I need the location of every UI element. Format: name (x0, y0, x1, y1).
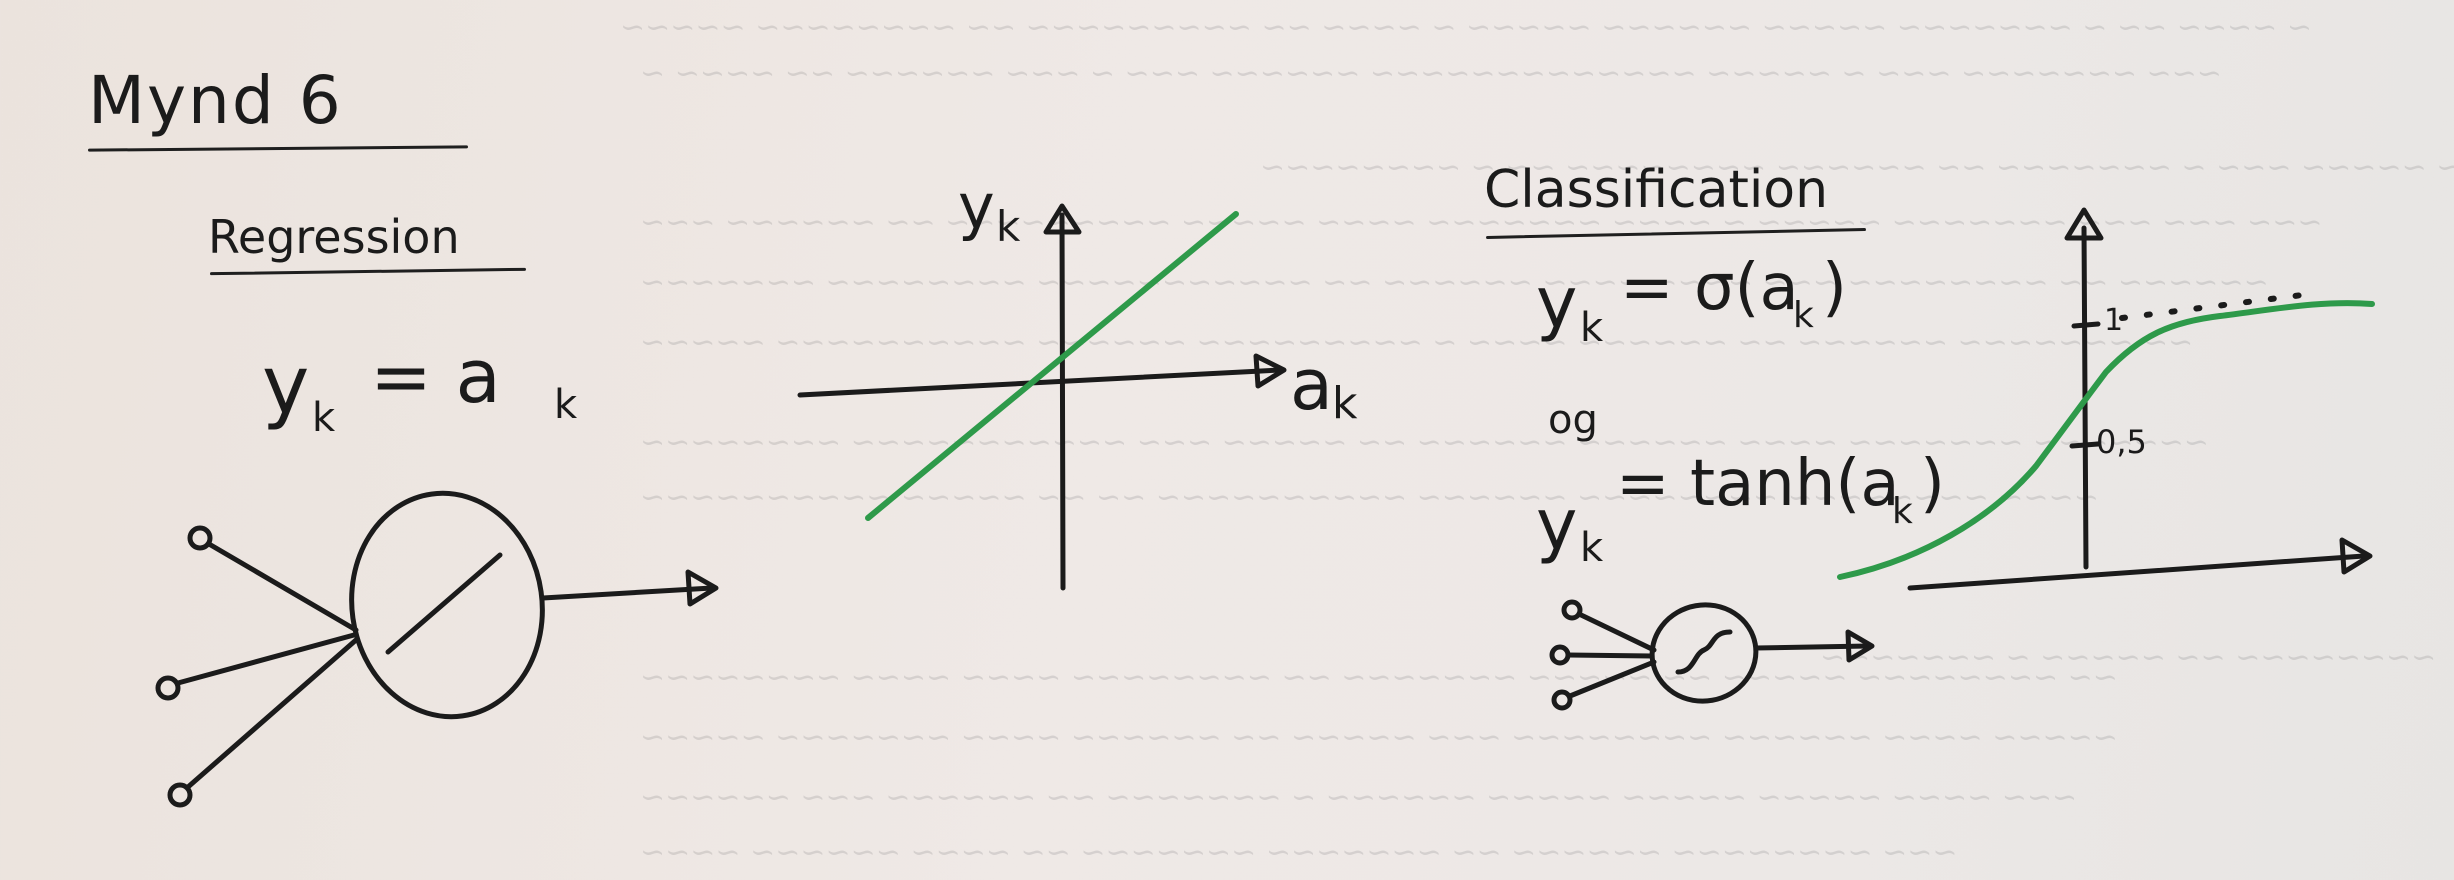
input-edge-2 (1565, 652, 1655, 659)
regression-x-axis-subscript: k (1332, 378, 1358, 429)
regression-equation-rhs-subscript: k (554, 382, 578, 428)
input-node-3 (167, 782, 193, 808)
regression-neuron (155, 490, 719, 808)
x-axis (1907, 553, 2367, 591)
classification-conjunction: og (1548, 397, 1598, 443)
classification-eq2-lhs: y (1536, 484, 1578, 566)
regression-equation-lhs-subscript: k (312, 395, 336, 441)
regression-equation-rhs: = a (370, 334, 501, 420)
classification-graph (1907, 207, 2373, 591)
classification-eq2-rhs-subscript: k (1892, 491, 1913, 532)
neuron-body (1649, 602, 1759, 704)
classification-eq1-lhs-subscript: k (1580, 305, 1604, 351)
classification-eq1-lhs: y (1536, 262, 1578, 344)
classification-eq1-rhs-subscript: k (1793, 295, 1814, 336)
output-arrow-icon (685, 569, 719, 607)
y-axis (1059, 212, 1066, 591)
input-edge-2 (175, 632, 357, 686)
input-node-3 (1551, 689, 1573, 711)
tick-label-mid: 0,5 (2096, 423, 2147, 461)
classification-eq1-close: ) (1822, 251, 1847, 325)
classification-heading: Classification (1484, 160, 1829, 220)
regression-graph (797, 203, 1287, 591)
regression-heading: Regression (208, 210, 460, 264)
input-edge-1 (1576, 611, 1657, 653)
input-edge-1 (206, 541, 359, 633)
identity-line (865, 211, 1239, 521)
tanh-curve (1837, 300, 2375, 580)
neuron-body (349, 490, 545, 720)
sigmoid-activation-icon (1675, 629, 1733, 675)
input-node-2 (155, 675, 181, 701)
input-node-1 (187, 525, 213, 551)
tick-label-top: 1 (2104, 303, 2124, 338)
y-axis-arrow-icon (1043, 203, 1082, 235)
input-node-1 (1561, 599, 1583, 621)
y-axis-arrow-icon (2064, 207, 2104, 241)
classification-eq2-rhs: = tanh(a (1616, 447, 1900, 521)
classification-eq2-close: ) (1920, 447, 1945, 521)
input-edge-3 (185, 637, 359, 790)
figure-title: Mynd 6 (88, 62, 343, 139)
classification-eq1-rhs: = σ(a (1620, 251, 1799, 325)
classification-eq2-lhs-subscript: k (1580, 525, 1604, 571)
tick-mid (2069, 441, 2101, 449)
x-axis (797, 367, 1283, 398)
regression-y-axis-subscript: k (996, 202, 1021, 251)
input-edge-3 (1567, 659, 1657, 699)
regression-x-axis-label: a (1290, 344, 1333, 426)
classification-neuron (1549, 599, 1875, 711)
regression-equation-lhs: y (262, 339, 310, 432)
output-arrow-icon (1845, 629, 1875, 663)
regression-y-axis-label: y (958, 170, 995, 243)
x-axis-arrow-icon (2339, 537, 2373, 575)
tick-top (2071, 321, 2101, 329)
output-edge (1753, 643, 1871, 651)
output-edge (540, 585, 715, 601)
x-axis-arrow-icon (1253, 353, 1287, 389)
linear-activation-icon (385, 552, 503, 655)
